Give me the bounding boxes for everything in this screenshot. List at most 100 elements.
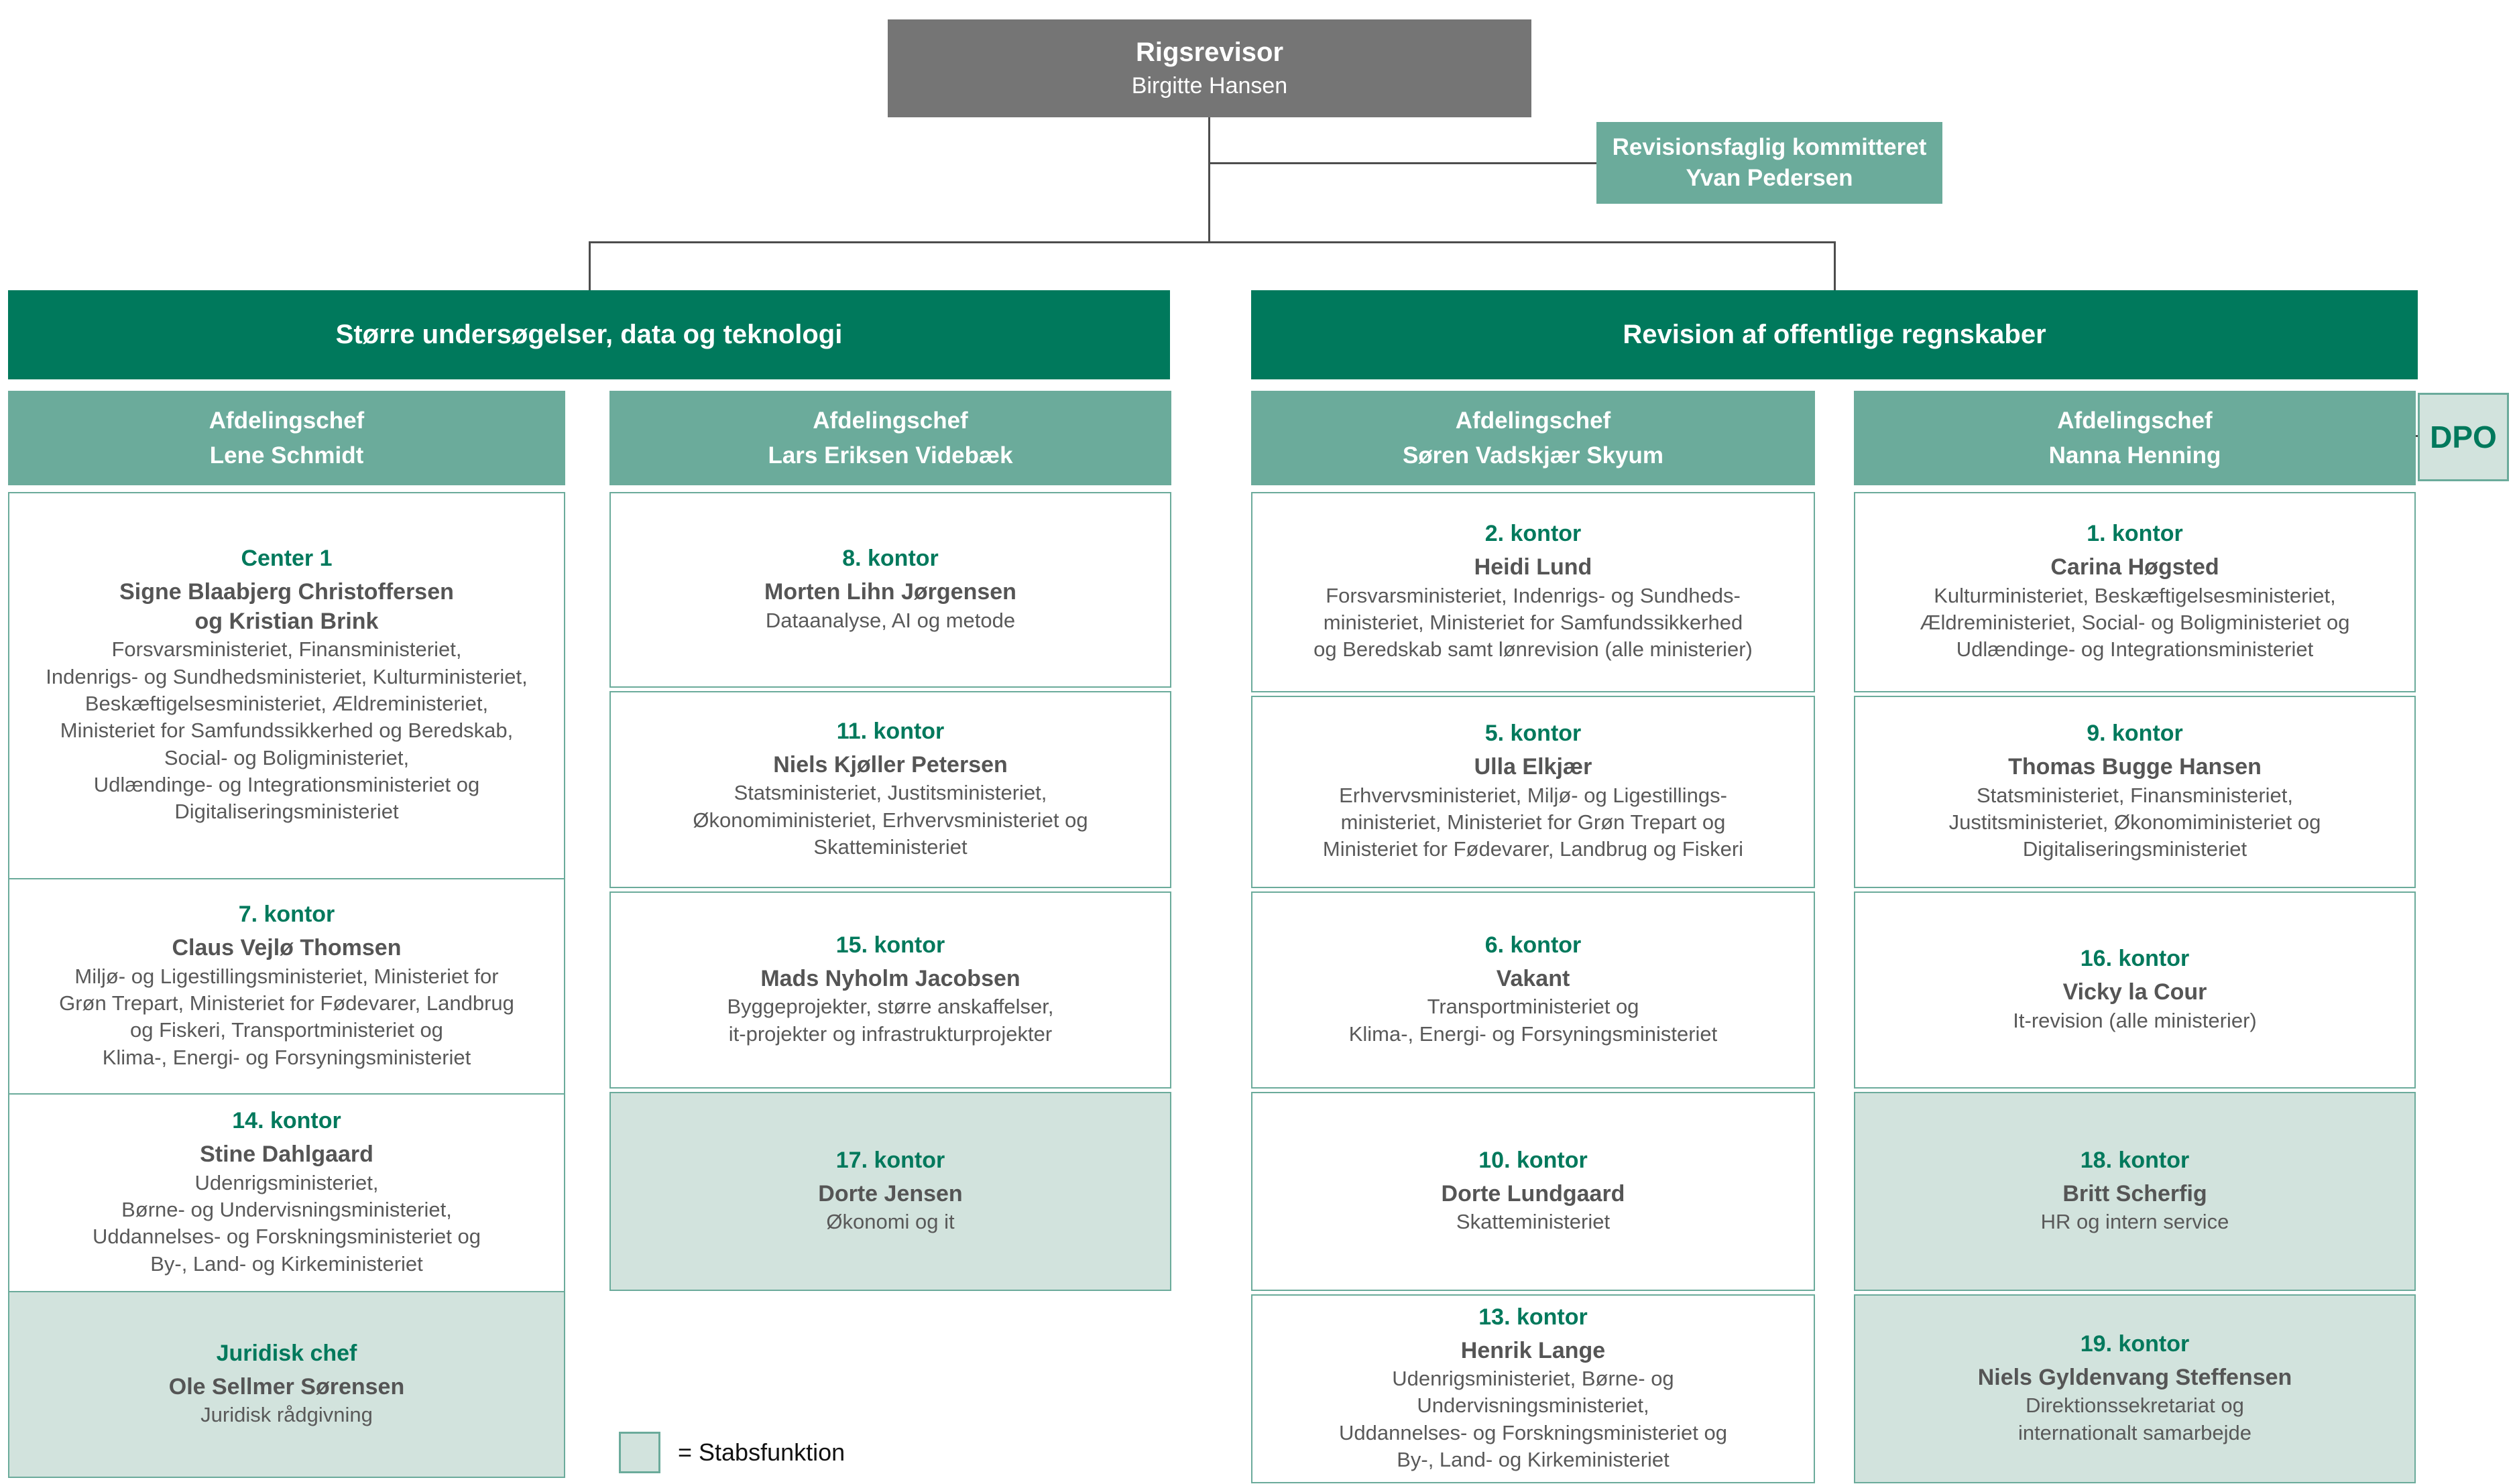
- box-title: 18. kontor: [2080, 1147, 2190, 1173]
- connector-division1-stub: [589, 241, 591, 292]
- box-description: Juridisk rådgivning: [200, 1403, 373, 1427]
- rigsrevisor-name: Birgitte Hansen: [1131, 73, 1288, 99]
- box-description: Statsministeriet, Justitsministeriet, Øk…: [693, 781, 1088, 859]
- box-title: 5. kontor: [1484, 721, 1582, 747]
- box-leader-name: Vicky la Cour: [2062, 979, 2207, 1005]
- box-title: 17. kontor: [835, 1147, 945, 1173]
- box-description: Transportministeriet og Klima-, Energi- …: [1348, 995, 1718, 1046]
- column-header-name: Lene Schmidt: [209, 442, 364, 469]
- box-description: Økonomi og it: [826, 1210, 955, 1234]
- box-title: 14. kontor: [232, 1108, 341, 1134]
- box-leader-name: Stine Dahlgaard: [200, 1141, 373, 1168]
- box-title: Juridisk chef: [216, 1340, 357, 1366]
- box-title: 7. kontor: [238, 902, 335, 928]
- box-description: HR og intern service: [2040, 1210, 2229, 1234]
- box-title: 9. kontor: [2087, 721, 2183, 747]
- box-title: 10. kontor: [1478, 1147, 1588, 1173]
- box-title: 2. kontor: [1484, 521, 1582, 547]
- box-title: 11. kontor: [836, 718, 945, 744]
- column-header-role: Afdelingschef: [813, 408, 968, 434]
- box-leader-name: Vakant: [1496, 965, 1570, 991]
- legend: = Stabsfunktion: [619, 1432, 845, 1473]
- stabsfunktion-swatch: [619, 1432, 660, 1473]
- box-description: Erhvervsministeriet, Miljø- og Ligestill…: [1322, 783, 1744, 861]
- connector-branch-horizontal: [589, 241, 1836, 243]
- box-leader-name: Heidi Lund: [1474, 554, 1592, 580]
- box-leader-name: Dorte Jensen: [818, 1180, 963, 1207]
- box-leader-name: Dorte Lundgaard: [1441, 1180, 1625, 1207]
- box-leader-name: Britt Scherfig: [2062, 1180, 2207, 1207]
- box-description: Forsvarsministeriet, Indenrigs- og Sundh…: [1313, 583, 1753, 662]
- column-header-name: Søren Vadskjær Skyum: [1402, 442, 1664, 469]
- box-description: Miljø- og Ligestillingsministeriet, Mini…: [59, 964, 514, 1069]
- box-description: Forsvarsministeriet, Finansministeriet, …: [46, 637, 528, 824]
- dpo-box: DPO: [2418, 393, 2509, 481]
- box-leader-name: Morten Lihn Jørgensen: [764, 579, 1016, 605]
- box-leader-name: Signe Blaabjerg Christoffersen og Kristi…: [119, 579, 454, 634]
- box-title: 1. kontor: [2087, 521, 2183, 547]
- box-leader-name: Henrik Lange: [1460, 1337, 1606, 1363]
- box-description: Byggeprojekter, større anskaffelser, it-…: [727, 995, 1054, 1046]
- box-leader-name: Ulla Elkjær: [1474, 754, 1592, 780]
- box-leader-name: Niels Gyldenvang Steffensen: [1977, 1364, 2292, 1390]
- box-description: Udenrigsministeriet, Børne- og Undervisn…: [93, 1170, 481, 1276]
- box-leader-name: Mads Nyholm Jacobsen: [760, 965, 1020, 991]
- box-title: 8. kontor: [842, 546, 939, 572]
- box-description: Udenrigsministeriet, Børne- og Undervisn…: [1339, 1367, 1727, 1472]
- box-description: Dataanalyse, AI og metode: [765, 608, 1016, 632]
- rigsrevisor-box: Rigsrevisor Birgitte Hansen: [888, 19, 1531, 117]
- division-header-revision: Revision af offentlige regnskaber: [1251, 290, 2418, 379]
- box-description: It-revision (alle ministerier): [2013, 1008, 2257, 1032]
- box-leader-name: Carina Høgsted: [2050, 554, 2219, 580]
- rigsrevisor-title: Rigsrevisor: [1135, 38, 1284, 67]
- box-leader-name: Claus Vejlø Thomsen: [172, 935, 402, 961]
- column-header-role: Afdelingschef: [2057, 408, 2213, 434]
- dpo-label: DPO: [2430, 420, 2497, 454]
- column-header-role: Afdelingschef: [1455, 408, 1611, 434]
- legend-label: = Stabsfunktion: [678, 1438, 845, 1466]
- box-title: 15. kontor: [835, 932, 945, 958]
- box-description: Direktionssekretariat og internationalt …: [2017, 1394, 2252, 1444]
- box-leader-name: Thomas Bugge Hansen: [2008, 754, 2262, 780]
- committee-box: Revisionsfaglig kommitteret Yvan Pederse…: [1596, 122, 1942, 204]
- box-title: 16. kontor: [2080, 946, 2190, 972]
- org-box-center-1: Center 1 Signe Blaabjerg Christoffersen o…: [8, 492, 565, 879]
- column-header-name: Lars Eriksen Videbæk: [768, 442, 1013, 469]
- box-title: 19. kontor: [2080, 1331, 2190, 1357]
- connector-root-vertical: [1208, 117, 1210, 243]
- connector-committee: [1208, 162, 1596, 164]
- column-header-name: Nanna Henning: [2048, 442, 2221, 469]
- box-description: Statsministeriet, Finansministeriet, Jus…: [1948, 783, 2321, 861]
- box-title: 6. kontor: [1484, 932, 1582, 958]
- committee-title: Revisionsfaglig kommitteret: [1612, 134, 1927, 160]
- box-description: Kulturministeriet, Beskæftigelsesministe…: [1920, 583, 2350, 662]
- committee-name: Yvan Pedersen: [1686, 165, 1853, 191]
- box-title: 13. kontor: [1478, 1304, 1588, 1330]
- connector-division2-stub: [1834, 241, 1836, 292]
- box-leader-name: Niels Kjøller Petersen: [773, 751, 1008, 778]
- division-header-undersogelser: Større undersøgelser, data og teknologi: [8, 290, 1170, 379]
- box-title: Center 1: [241, 546, 333, 572]
